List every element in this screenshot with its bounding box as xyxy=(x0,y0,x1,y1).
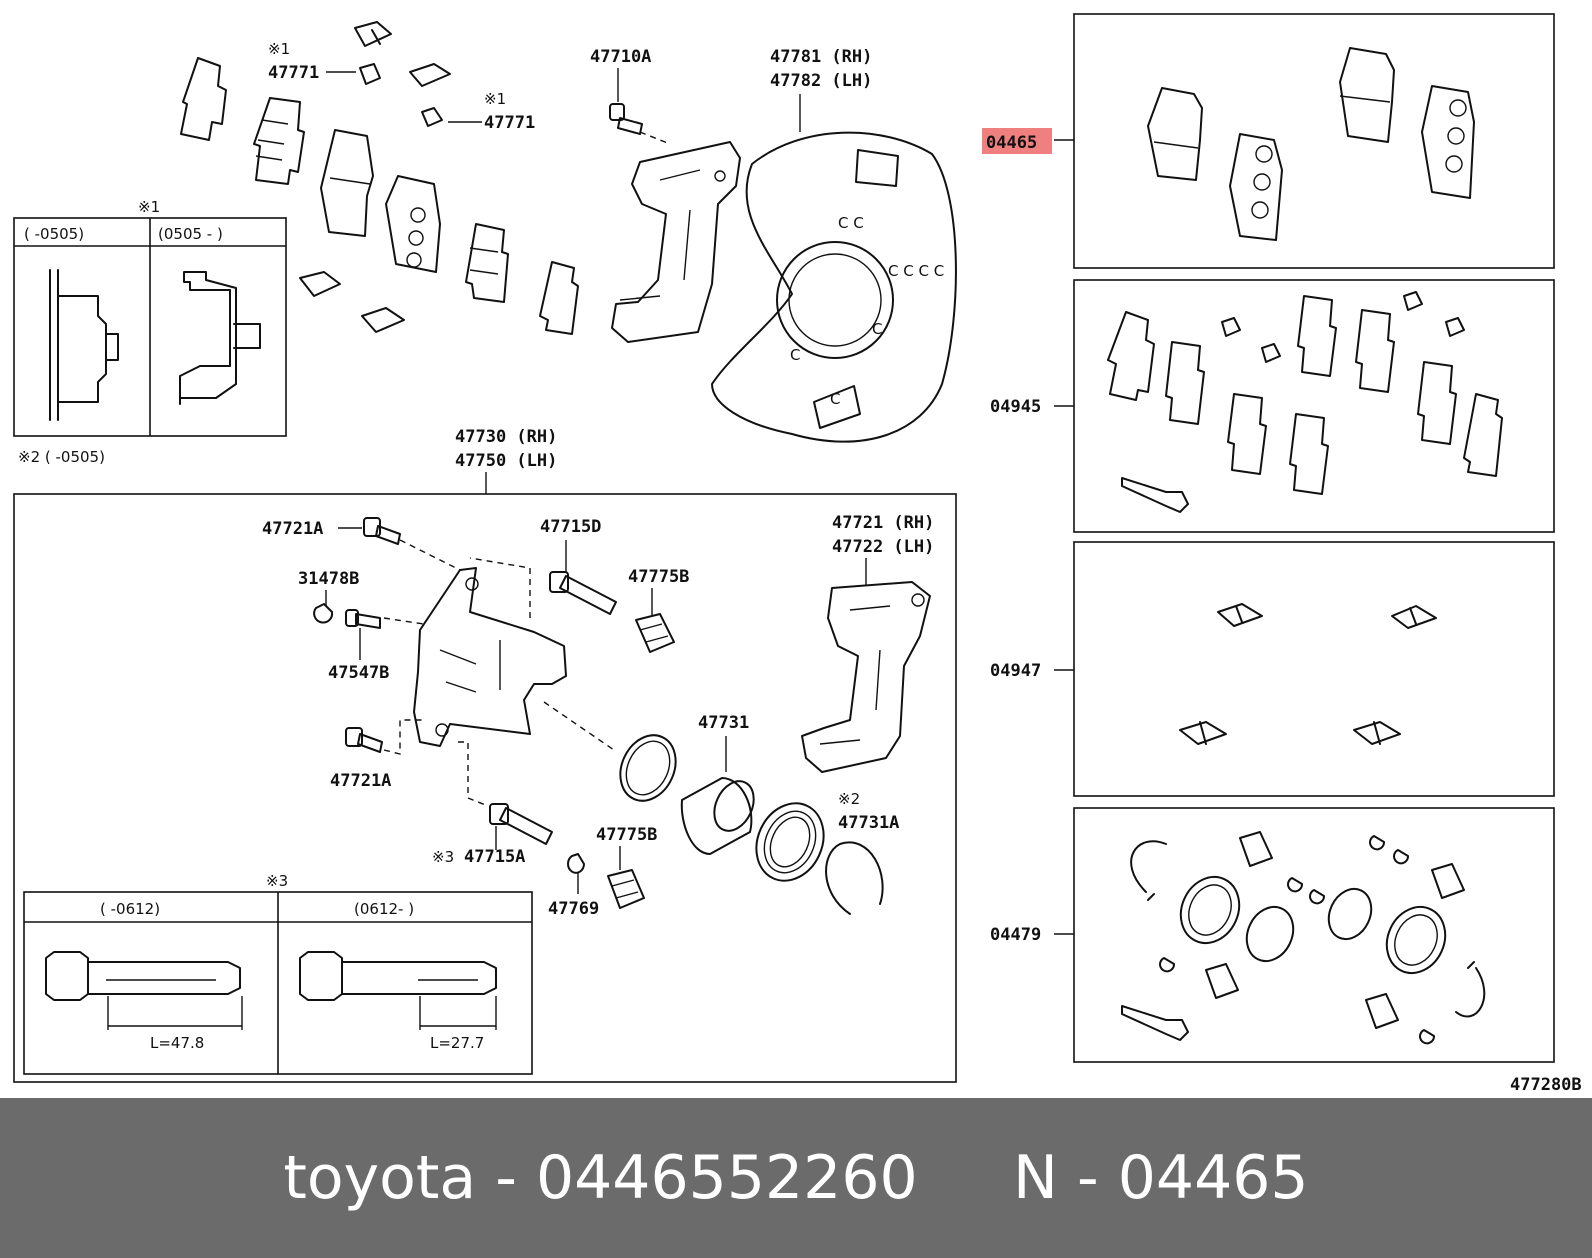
anti-squeal-clips xyxy=(299,21,451,333)
note1-mark: ※1 xyxy=(484,90,506,108)
part-label: 47775B xyxy=(596,825,657,845)
note2-range: ※2 ( -0505) xyxy=(18,448,105,466)
part-label: 47781 (RH) xyxy=(770,47,872,67)
part-label: 47715D xyxy=(540,517,601,537)
pad-shim-group xyxy=(180,57,579,335)
kit-label: 04945 xyxy=(990,397,1041,417)
pin-length: L=27.7 xyxy=(430,1034,484,1052)
kit-highlight xyxy=(982,128,1052,154)
svg-text:C C: C C xyxy=(838,214,864,232)
note1-mark: ※1 xyxy=(138,198,160,216)
inset-col-range: ( -0505) xyxy=(24,225,84,243)
part-label: 47771 xyxy=(484,113,535,133)
part-label: 47731A xyxy=(838,813,899,833)
note3-mark: ※3 xyxy=(432,848,454,866)
slide-pin-lower xyxy=(489,803,553,845)
part-label: 47771 xyxy=(268,63,319,83)
svg-text:C C C C: C C C C xyxy=(888,262,944,280)
kit-label: 04947 xyxy=(990,661,1041,681)
piston-seal-group xyxy=(619,734,825,882)
parts-diagram: ※1 47771 ※1 47771 ※1 ( -0505) (0505 - ) … xyxy=(13,13,1582,1095)
part-label: 47721A xyxy=(330,771,391,791)
kit-label: 04479 xyxy=(990,925,1041,945)
bleeder-bolt xyxy=(363,517,401,545)
kit-label: 04465 xyxy=(986,133,1037,153)
bleeder-bolt-lower xyxy=(345,727,383,753)
note1-mark: ※1 xyxy=(268,40,290,58)
slide-pin-inset: ( -0612) (0612- ) L=47.8 L=27.7 xyxy=(23,891,533,1075)
pin-boot-upper xyxy=(635,613,675,653)
part-label: 47721 (RH) xyxy=(832,513,934,533)
footer-banner: toyota - 0446552260 N - 04465 xyxy=(0,1098,1592,1258)
slide-pin-upper xyxy=(549,571,617,615)
bleeder-plug xyxy=(345,609,381,629)
part-label: 47721A xyxy=(262,519,323,539)
part-label: 47547B xyxy=(328,663,389,683)
part-label: 47782 (LH) xyxy=(770,71,872,91)
dust-shield: C C C C C C C C C xyxy=(711,131,957,443)
part-label: 47731 xyxy=(698,713,749,733)
part-label: 47715A xyxy=(464,847,525,867)
pin-boot-lower xyxy=(607,869,645,909)
part-label: 47722 (LH) xyxy=(832,537,934,557)
pin-length: L=47.8 xyxy=(150,1034,204,1052)
part-label: 47750 (LH) xyxy=(455,451,557,471)
kit-04479: 04479 xyxy=(990,807,1555,1063)
part-label: 47710A xyxy=(590,47,651,67)
kit-04945: 04945 xyxy=(990,279,1555,533)
bracket-bolt xyxy=(609,103,643,135)
svg-text:C: C xyxy=(872,320,882,338)
dust-cap xyxy=(567,853,585,874)
catalog-ref: 477280B xyxy=(1510,1075,1582,1095)
note2-mark: ※2 xyxy=(838,790,860,808)
caliper-mount-lower xyxy=(801,581,931,773)
note3-mark: ※3 xyxy=(266,872,288,890)
svg-text:C: C xyxy=(830,390,840,408)
caliper-mount-bracket xyxy=(611,141,741,343)
part-label: 31478B xyxy=(298,569,359,589)
kit-04465: 04465 xyxy=(982,13,1555,269)
inset-col-range: (0505 - ) xyxy=(158,225,223,243)
part-label: 47730 (RH) xyxy=(455,427,557,447)
inset-col-range: ( -0612) xyxy=(100,900,160,918)
caliper-body xyxy=(413,567,567,747)
svg-text:C: C xyxy=(790,346,800,364)
part-label: 47775B xyxy=(628,567,689,587)
pad-clip-inset: ( -0505) (0505 - ) xyxy=(13,217,287,437)
caliper-assembly-frame xyxy=(13,493,957,1083)
part-label: 47769 xyxy=(548,899,599,919)
kit-04947: 04947 xyxy=(990,541,1555,797)
inset-col-range: (0612- ) xyxy=(354,900,414,918)
footer-text: toyota - 0446552260 N - 04465 xyxy=(283,1143,1309,1213)
retaining-ring xyxy=(825,841,884,915)
